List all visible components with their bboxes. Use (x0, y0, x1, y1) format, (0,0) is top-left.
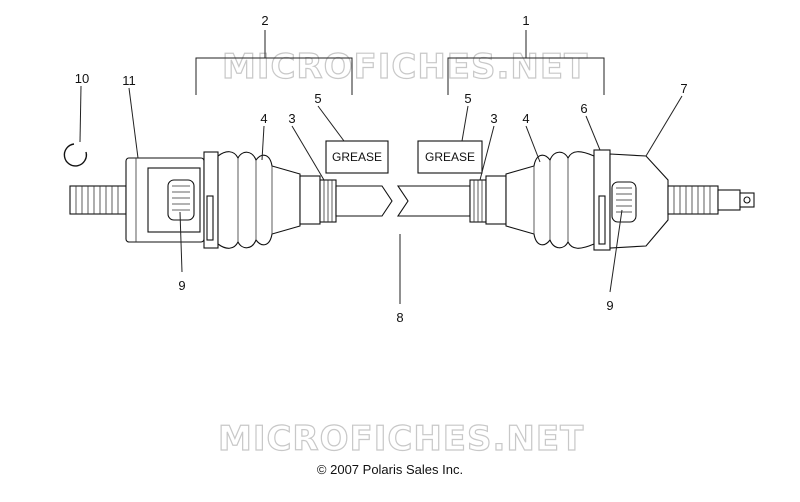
callout-4-right: 4 (522, 111, 529, 126)
callout-9-left: 9 (178, 278, 185, 293)
left-cv-housing (125, 151, 219, 249)
copyright-text: © 2007 Polaris Sales Inc. (317, 462, 463, 477)
svg-text:GREASE: GREASE (332, 150, 382, 164)
watermark-top: MICROFICHES.NET (222, 47, 588, 87)
watermark-bottom: MICROFICHES.NET (218, 419, 584, 459)
callout-3-left: 3 (288, 111, 295, 126)
grease-label-left: GREASE (325, 140, 389, 174)
callout-5-right: 5 (464, 91, 471, 106)
right-spline-stub (667, 185, 755, 215)
callout-11: 11 (122, 73, 136, 88)
left-boot (217, 151, 301, 249)
bracket-1 (447, 30, 605, 95)
callout-8: 8 (396, 310, 403, 325)
callout-2: 2 (261, 13, 268, 28)
callout-4-left: 4 (260, 111, 267, 126)
callout-5-left: 5 (314, 91, 321, 106)
right-clamp (469, 175, 507, 225)
callout-3-right: 3 (490, 111, 497, 126)
callout-9-right: 9 (606, 298, 613, 313)
callout-7: 7 (680, 81, 687, 96)
snap-ring (63, 143, 88, 167)
center-shaft (335, 185, 471, 217)
grease-label-right: GREASE (417, 140, 483, 174)
right-boot (505, 151, 595, 249)
callout-6: 6 (580, 101, 587, 116)
svg-text:GREASE: GREASE (425, 150, 475, 164)
right-cv-housing (593, 149, 669, 251)
callout-10: 10 (75, 71, 89, 86)
left-spline-stub (69, 185, 127, 215)
callout-1: 1 (522, 13, 529, 28)
callout-numbers: 1 2 3 3 4 4 5 5 6 7 8 9 9 10 11 (75, 13, 688, 325)
left-clamp (299, 175, 337, 225)
leader-lines (79, 85, 683, 304)
bracket-2 (195, 30, 353, 95)
